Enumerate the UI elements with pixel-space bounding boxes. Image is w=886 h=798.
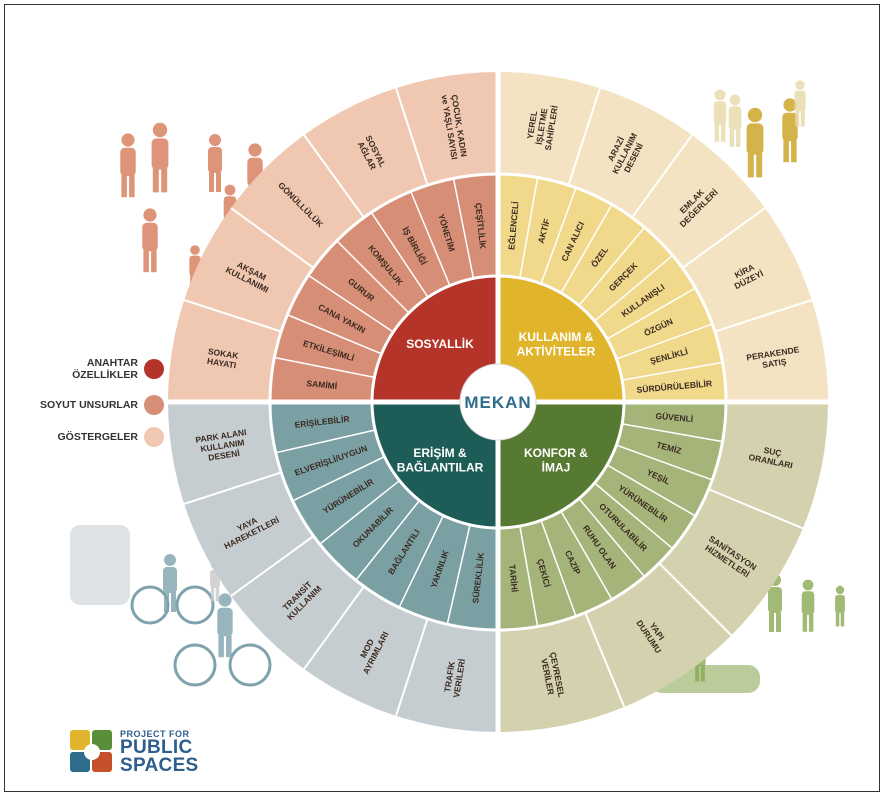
key-attribute-label: KULLANIM &AKTİVİTELER	[517, 330, 596, 358]
cyclist-silhouette-icon	[217, 593, 233, 658]
person-silhouette-icon	[746, 107, 764, 178]
legend-label: ANAHTAR ÖZELLİKLER	[72, 357, 138, 381]
person-silhouette-icon	[151, 122, 169, 193]
person-silhouette-icon	[794, 80, 806, 127]
intangible-label: TARİHİ	[507, 564, 519, 592]
person-silhouette-icon	[835, 585, 845, 627]
legend-swatch	[144, 359, 164, 379]
logo-text-line3: SPACES	[120, 754, 199, 776]
intangible-label: GÜVENLİ	[655, 411, 694, 424]
intangible-label: EĞLENCELİ	[505, 201, 520, 250]
person-silhouette-icon	[713, 89, 727, 142]
bus-icon	[70, 525, 130, 605]
legend-label: SOYUT UNSURLAR	[39, 399, 138, 411]
bicycle-wheel-icon	[228, 643, 272, 687]
key-attribute-tr	[498, 276, 624, 402]
key-attribute-label: KONFOR &İMAJ	[524, 446, 588, 474]
person-silhouette-icon	[728, 94, 742, 147]
measurement-ring-bl	[168, 402, 498, 732]
key-attribute-br	[498, 402, 624, 528]
key-attribute-tl	[372, 276, 498, 402]
legend-swatch	[144, 427, 164, 447]
intangible-label: SAMİMİ	[306, 378, 338, 391]
center-circle	[459, 363, 537, 441]
measurement-label: SOKAKHAYATI	[206, 346, 240, 370]
person-silhouette-icon	[208, 134, 222, 192]
legend-swatch	[144, 395, 164, 415]
bicycle-wheel-icon	[130, 585, 170, 625]
legend-measurements: GÖSTERGELER	[30, 427, 164, 447]
legend-intangibles: SOYUT UNSURLAR	[30, 395, 164, 415]
legend-key-attributes: ANAHTAR ÖZELLİKLER	[30, 357, 164, 381]
logo-text-line1: PROJECT FOR	[120, 729, 190, 739]
center-label: MEKAN	[464, 393, 531, 412]
key-attribute-label: SOSYALLİK	[406, 336, 474, 351]
bicycle-wheel-icon	[173, 643, 217, 687]
intangible-ring-tr	[498, 174, 726, 402]
bicycle-wheel-icon	[175, 585, 215, 625]
person-silhouette-icon	[120, 133, 136, 198]
intangible-label: ÇEŞİTLİLİK	[473, 202, 488, 250]
pps-logo: PROJECT FOR PUBLIC SPACES	[70, 730, 199, 775]
measurement-ring-tr	[498, 72, 828, 402]
cyclist-silhouette-icon	[163, 554, 177, 612]
intangible-ring-bl	[270, 402, 498, 630]
person-silhouette-icon	[782, 98, 798, 163]
logo-text-line2: PUBLIC	[120, 736, 193, 758]
logo-mark	[70, 730, 114, 774]
key-attribute-bl	[372, 402, 498, 528]
intangible-ring-br	[498, 402, 726, 630]
measurement-ring-tl	[168, 72, 498, 402]
legend-label: GÖSTERGELER	[57, 431, 138, 443]
person-silhouette-icon	[142, 208, 158, 273]
person-silhouette-icon	[801, 579, 815, 632]
key-attribute-label: ERİŞİM &BAĞLANTILAR	[397, 445, 484, 474]
